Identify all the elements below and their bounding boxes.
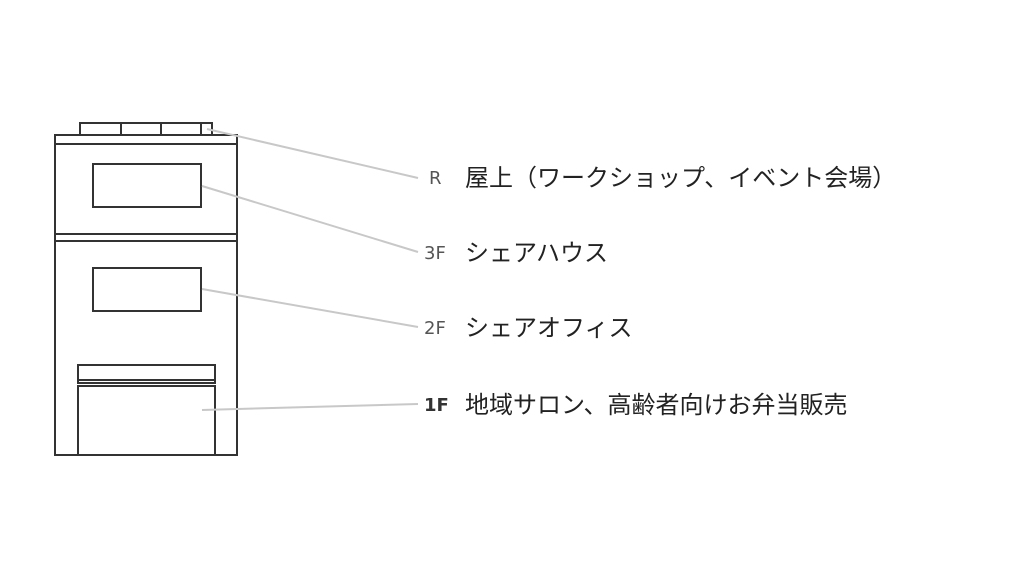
ground-floor-storefront — [77, 385, 216, 456]
floor-description-2f: シェアオフィス — [465, 314, 633, 342]
rooftop-block-1 — [79, 122, 122, 136]
third-floor-window — [92, 163, 202, 208]
leader-lines — [201, 128, 419, 411]
floor-code-2f: 2F — [424, 318, 446, 339]
rooftop-block-2 — [120, 122, 162, 136]
leader-line-roof — [206, 128, 419, 179]
floor-divider — [54, 233, 238, 242]
floor-code-1f: 1F — [424, 395, 449, 416]
floor-labels: R 屋上（ワークショップ、イベント会場） 3F シェアハウス 2F シェアオフィ… — [424, 164, 896, 419]
leader-line-1f — [201, 403, 419, 411]
floor-description-1f: 地域サロン、高齢者向けお弁当販売 — [465, 391, 848, 419]
floor-code-3f: 3F — [424, 243, 446, 264]
rooftop-block-3 — [160, 122, 202, 136]
floor-code-roof: R — [429, 168, 442, 189]
roof-slab — [54, 134, 238, 145]
building-drawing — [54, 122, 238, 456]
leader-line-2f — [201, 288, 419, 328]
floor-description-3f: シェアハウス — [465, 239, 608, 267]
ground-floor-awning — [77, 364, 216, 384]
floor-description-roof: 屋上（ワークショップ、イベント会場） — [465, 164, 896, 192]
leader-line-3f — [201, 185, 419, 253]
lower-floors-body — [54, 240, 238, 456]
second-floor-window — [92, 267, 202, 312]
